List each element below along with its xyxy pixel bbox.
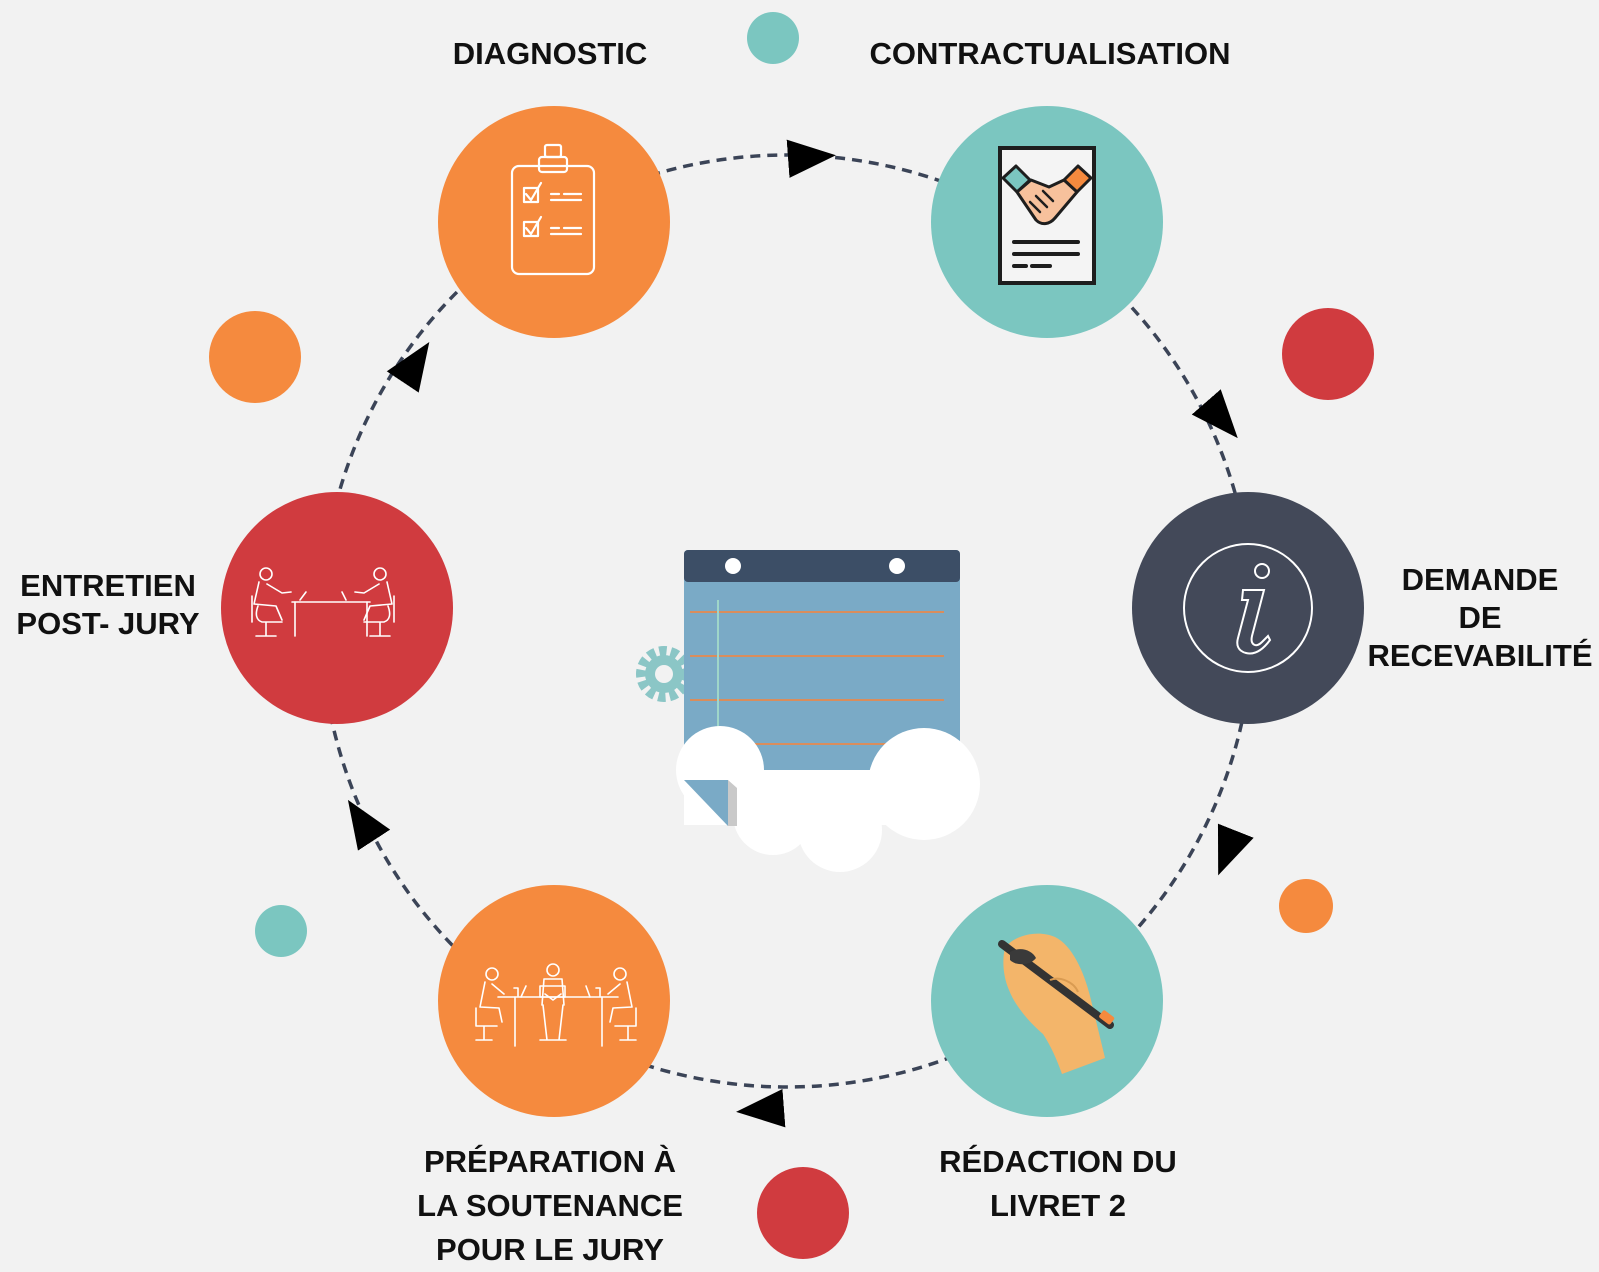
step-label-line: PRÉPARATION À xyxy=(423,1144,677,1179)
step-label-line: ENTRETIEN xyxy=(20,568,196,603)
interview-meeting-icon xyxy=(251,567,395,637)
clipboard-checklist-icon xyxy=(510,143,596,276)
step-label-line: LA SOUTENANCE xyxy=(417,1188,683,1223)
step-label-line: DEMANDE xyxy=(1401,562,1559,597)
arrow-contractualisation-to-demande xyxy=(1191,389,1238,439)
step-label-line: LIVRET 2 xyxy=(989,1188,1127,1223)
step-label-preparation-soutenance: PRÉPARATION À LA SOUTENANCE POUR LE JURY xyxy=(390,1140,710,1272)
step-label-line: CONTRACTUALISATION xyxy=(869,36,1231,71)
arrow-demande-to-redaction xyxy=(1217,823,1254,876)
step-node-entretien-post-jury xyxy=(221,492,453,724)
step-label-line: RÉDACTION DU xyxy=(939,1144,1177,1179)
step-label-diagnostic: DIAGNOSTIC xyxy=(420,32,680,76)
arrow-redaction-to-preparation xyxy=(736,1089,786,1128)
decor-dot-orange-right xyxy=(1279,879,1333,933)
step-label-redaction-livret: RÉDACTION DU LIVRET 2 xyxy=(908,1140,1208,1228)
arrow-entretien-to-diagnostic xyxy=(386,342,430,393)
jury-meeting-icon xyxy=(475,963,637,1047)
step-node-demande-recevabilite xyxy=(1132,492,1364,724)
decor-dot-red-right xyxy=(1282,308,1374,400)
arrow-preparation-to-entretien xyxy=(347,799,391,851)
notepad-cloud-icon xyxy=(636,550,980,872)
decor-dot-teal-top xyxy=(747,12,799,64)
handshake-contract-icon xyxy=(998,146,1096,285)
decor-dot-red-bottom xyxy=(757,1167,849,1259)
step-label-line: DIAGNOSTIC xyxy=(452,36,648,71)
step-node-preparation-soutenance xyxy=(438,885,670,1117)
step-label-contractualisation: CONTRACTUALISATION xyxy=(840,32,1260,76)
step-nodes xyxy=(221,106,1364,1117)
step-label-line: DE xyxy=(1458,600,1502,635)
decor-dot-orange-left xyxy=(209,311,301,403)
step-label-line: RECEVABILITÉ xyxy=(1367,638,1593,673)
decorative-dots xyxy=(209,12,1374,1259)
step-node-diagnostic xyxy=(438,106,670,338)
step-label-line: POUR LE JURY xyxy=(436,1232,664,1267)
gear-icon xyxy=(636,646,692,702)
step-label-line: POST- JURY xyxy=(16,606,200,641)
info-icon xyxy=(1183,543,1313,673)
hand-writing-pen-icon xyxy=(998,933,1115,1074)
decor-dot-teal-left xyxy=(255,905,307,957)
